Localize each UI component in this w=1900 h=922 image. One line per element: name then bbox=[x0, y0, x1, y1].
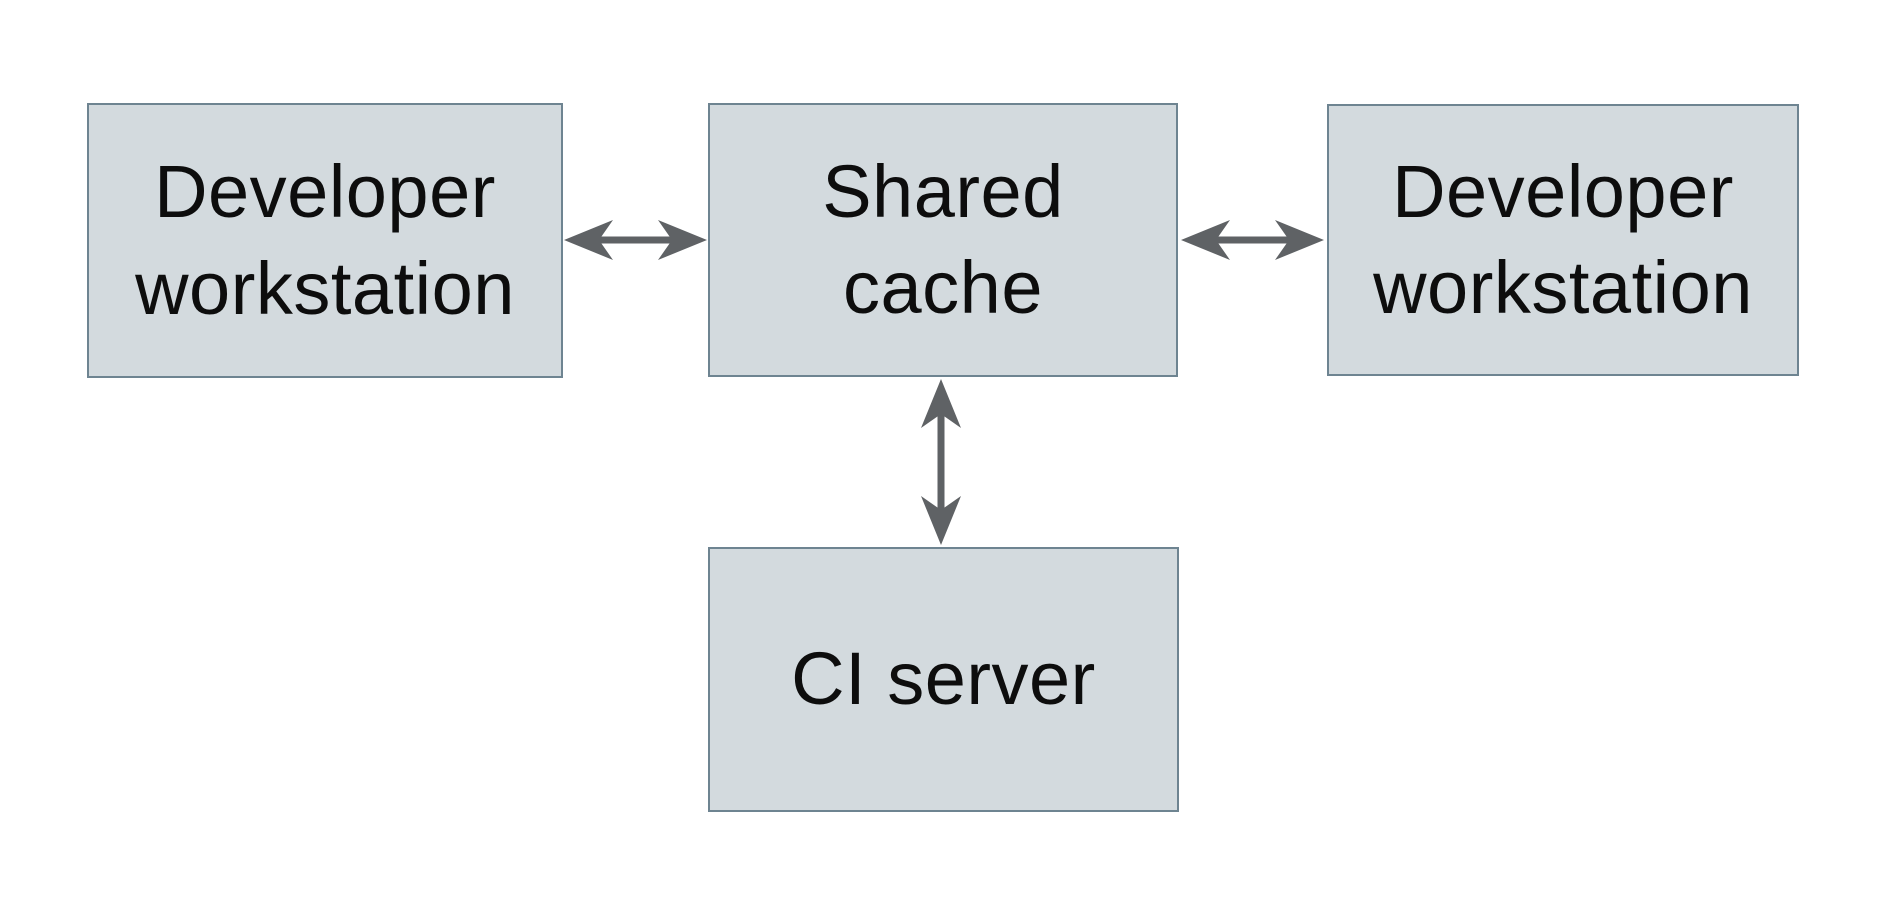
node-shared-cache-label: Shared cache bbox=[822, 149, 1064, 329]
node-ci-server-label: CI server bbox=[791, 637, 1096, 721]
bidirectional-arrow-icon-cache-right bbox=[1181, 220, 1324, 260]
node-ci-server: CI server bbox=[708, 547, 1179, 812]
node-developer-workstation-left: Developer workstation bbox=[87, 103, 563, 378]
node-developer-workstation-right-label: Developer workstation bbox=[1373, 149, 1753, 329]
node-shared-cache: Shared cache bbox=[708, 103, 1178, 377]
bidirectional-arrow-icon-cache-ci bbox=[921, 379, 961, 545]
node-developer-workstation-right: Developer workstation bbox=[1327, 104, 1799, 376]
bidirectional-arrow-icon-left-cache bbox=[564, 220, 707, 260]
node-developer-workstation-left-label: Developer workstation bbox=[135, 150, 515, 330]
